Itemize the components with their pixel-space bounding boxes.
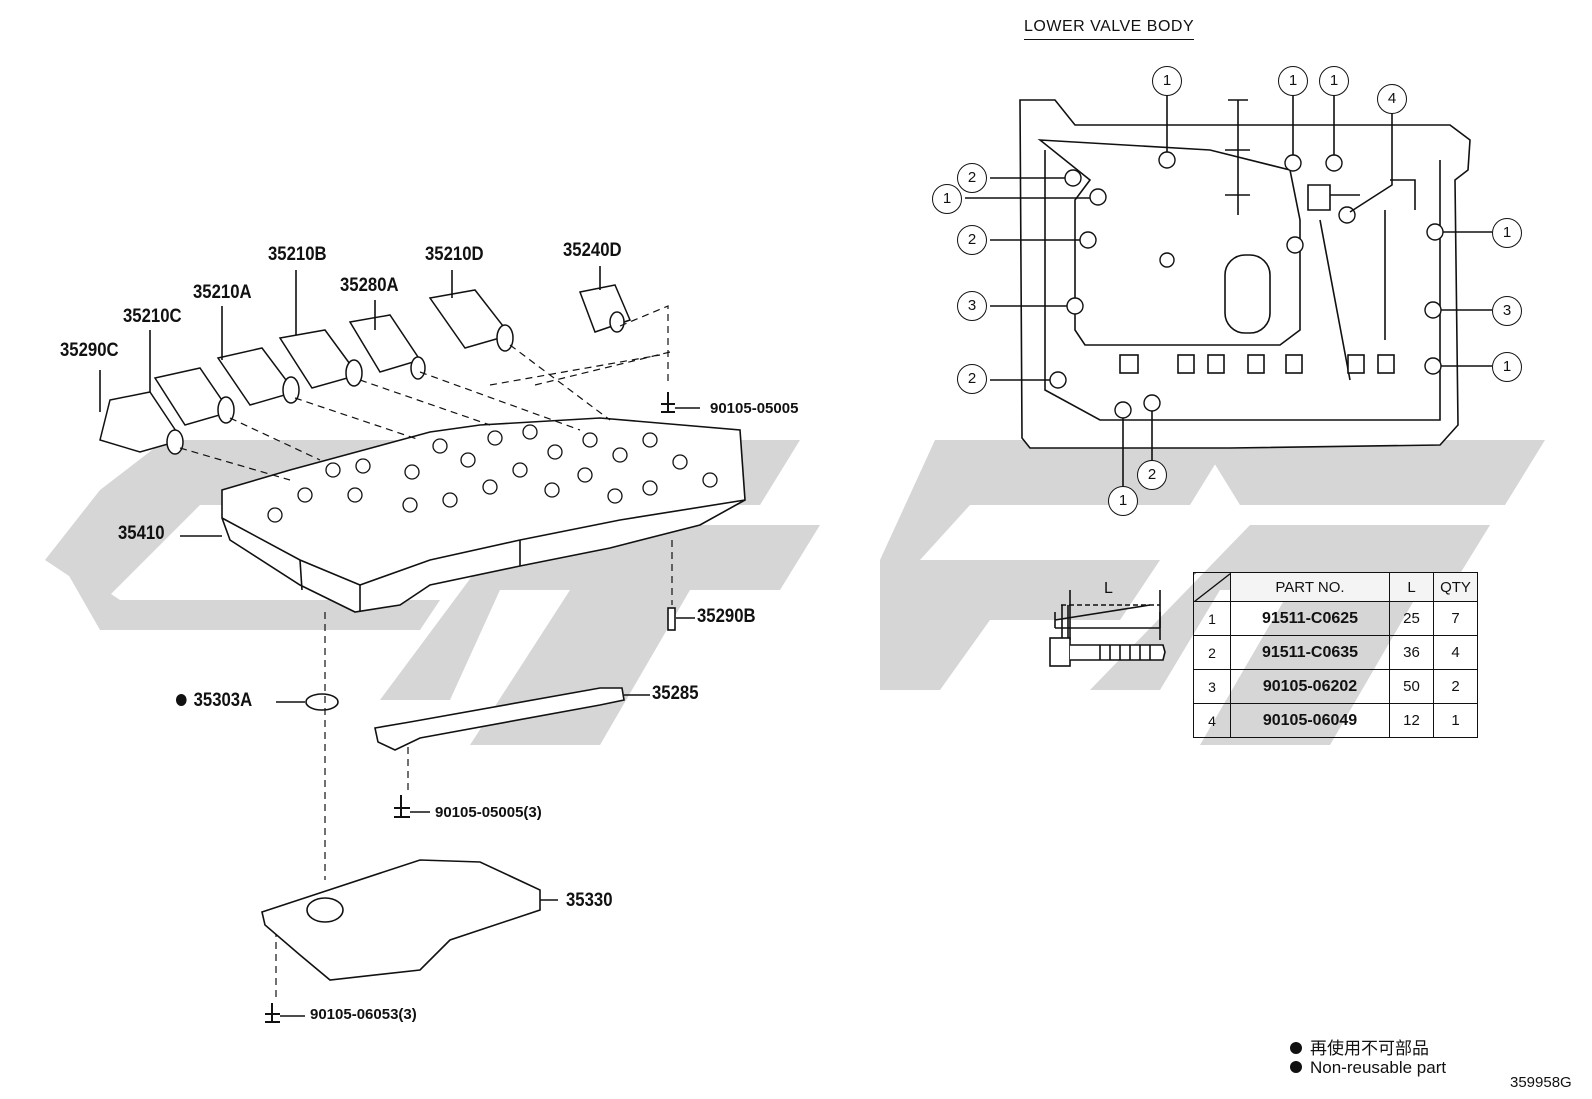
bolt-spec-table: PART NO. L QTY 1 91511-C0625 25 7 2 9151… bbox=[1193, 572, 1478, 738]
right-lower-valve-body bbox=[965, 88, 1492, 667]
table-row: 1 91511-C0625 25 7 bbox=[1193, 601, 1478, 636]
qty-cell: 4 bbox=[1433, 635, 1478, 670]
length-cell: 12 bbox=[1389, 703, 1434, 738]
length-cell: 25 bbox=[1389, 601, 1434, 636]
non-reusable-bullet-icon bbox=[176, 694, 187, 706]
table-row: 4 90105-06049 12 1 bbox=[1193, 703, 1478, 738]
left-exploded-view bbox=[99, 266, 746, 1023]
column-header-length: L bbox=[1389, 572, 1434, 602]
part-label-35285: 35285 bbox=[652, 683, 699, 704]
part-number-cell: 91511-C0625 bbox=[1230, 601, 1390, 636]
part-number-cell: 90105-06202 bbox=[1230, 669, 1390, 704]
bullet-icon bbox=[1290, 1042, 1302, 1054]
part-label-35210D: 35210D bbox=[425, 244, 484, 265]
part-number-cell: 91511-C0635 bbox=[1230, 635, 1390, 670]
bolt-callout: 3 bbox=[957, 291, 987, 321]
length-cell: 50 bbox=[1389, 669, 1434, 704]
part-label-35330: 35330 bbox=[566, 890, 613, 911]
part-label-90105-05005: 90105-05005 bbox=[710, 400, 799, 417]
bolt-callout: 2 bbox=[957, 225, 987, 255]
part-label-35240D: 35240D bbox=[563, 240, 622, 261]
bolt-callout: 1 bbox=[1108, 486, 1138, 516]
qty-cell: 2 bbox=[1433, 669, 1478, 704]
bolt-callout: 3 bbox=[1492, 296, 1522, 326]
bolt-callout: 1 bbox=[932, 184, 962, 214]
bolt-callout: 2 bbox=[957, 163, 987, 193]
row-number: 4 bbox=[1193, 703, 1231, 738]
part-label-35210A: 35210A bbox=[193, 282, 252, 303]
part-label-35410: 35410 bbox=[118, 523, 165, 544]
qty-cell: 7 bbox=[1433, 601, 1478, 636]
table-corner-cell bbox=[1193, 572, 1231, 602]
bolt-callout: 2 bbox=[957, 364, 987, 394]
legend-cn: 再使用不可部品 bbox=[1290, 1034, 1429, 1059]
part-label-35290B: 35290B bbox=[697, 606, 756, 627]
bolt-callout: 1 bbox=[1492, 352, 1522, 382]
bolt-callout: 1 bbox=[1278, 66, 1308, 96]
bullet-icon bbox=[1290, 1061, 1302, 1073]
table-row: 2 91511-C0635 36 4 bbox=[1193, 635, 1478, 670]
part-label-35280A: 35280A bbox=[340, 275, 399, 296]
diagram-code: 359958G bbox=[1510, 1074, 1572, 1091]
bolt-callout: 2 bbox=[1137, 460, 1167, 490]
part-number-cell: 90105-06049 bbox=[1230, 703, 1390, 738]
part-label-35210B: 35210B bbox=[268, 244, 327, 265]
row-number: 2 bbox=[1193, 635, 1231, 670]
qty-cell: 1 bbox=[1433, 703, 1478, 738]
table-header-row: PART NO. L QTY bbox=[1193, 572, 1478, 602]
part-label-35303A: 35303A bbox=[176, 690, 252, 712]
bolt-callout: 1 bbox=[1492, 218, 1522, 248]
legend-en: Non-reusable part bbox=[1290, 1058, 1446, 1078]
column-header-qty: QTY bbox=[1433, 572, 1478, 602]
bolt-callout: 1 bbox=[1152, 66, 1182, 96]
part-label-90105-05005-3: 90105-05005(3) bbox=[435, 804, 542, 821]
column-header-part-no: PART NO. bbox=[1230, 572, 1390, 602]
section-title: LOWER VALVE BODY bbox=[1024, 18, 1195, 40]
bolt-callout: 1 bbox=[1319, 66, 1349, 96]
bolt-callout: 4 bbox=[1377, 84, 1407, 114]
part-label-35290C: 35290C bbox=[60, 340, 119, 361]
length-cell: 36 bbox=[1389, 635, 1434, 670]
table-row: 3 90105-06202 50 2 bbox=[1193, 669, 1478, 704]
row-number: 1 bbox=[1193, 601, 1231, 636]
row-number: 3 bbox=[1193, 669, 1231, 704]
part-label-35210C: 35210C bbox=[123, 306, 182, 327]
dimension-label: L bbox=[1104, 580, 1113, 597]
part-label-90105-06053-3: 90105-06053(3) bbox=[310, 1006, 417, 1023]
